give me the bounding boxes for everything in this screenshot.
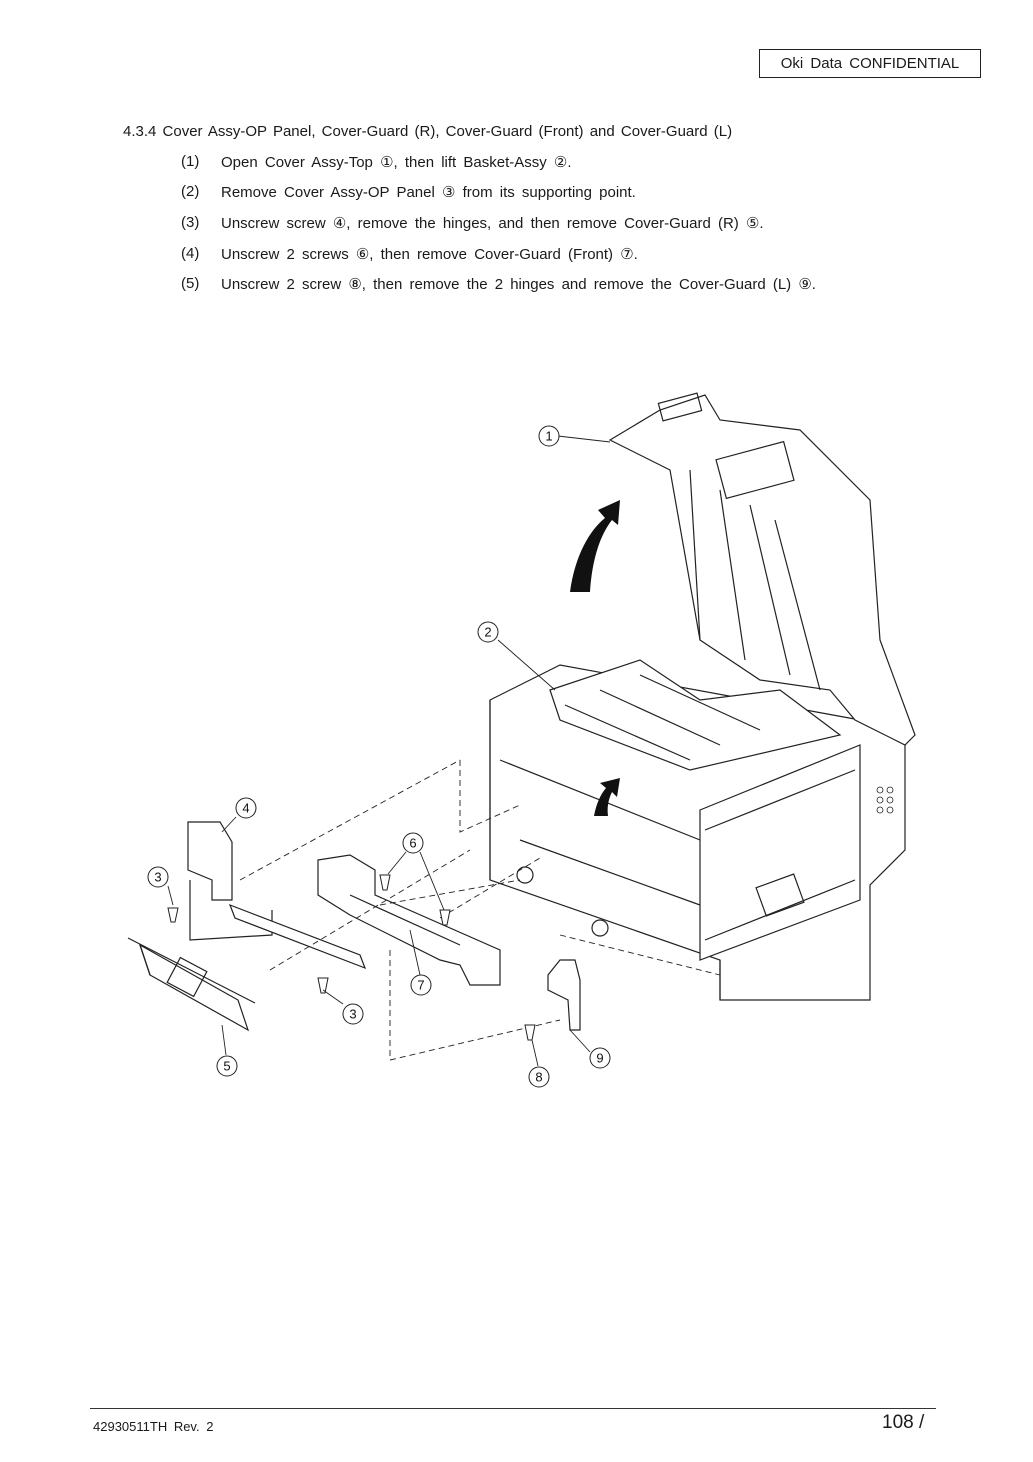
callout-3-second: 3 — [349, 1007, 356, 1022]
callout-7: 7 — [417, 978, 424, 993]
step-2: (2) Remove Cover Assy-OP Panel ③ from it… — [181, 183, 636, 201]
step-3: (3) Unscrew screw ④, remove the hinges, … — [181, 214, 764, 232]
step-4: (4) Unscrew 2 screws ⑥, then remove Cove… — [181, 245, 638, 263]
step-text: Unscrew 2 screws ⑥, then remove Cover-Gu… — [221, 246, 638, 263]
callout-6: 6 — [409, 836, 416, 851]
section-title: 4.3.4 Cover Assy-OP Panel, Cover-Guard (… — [123, 123, 733, 140]
callout-3: 3 — [154, 870, 161, 885]
footer-divider — [90, 1408, 936, 1409]
callout-1: 1 — [545, 429, 552, 444]
step-number: (4) — [181, 245, 200, 262]
callout-8: 8 — [535, 1070, 542, 1085]
step-number: (5) — [181, 275, 200, 292]
step-1: (1) Open Cover Assy-Top ①, then lift Bas… — [181, 153, 572, 171]
callout-4: 4 — [242, 801, 249, 816]
step-5: (5) Unscrew 2 screw ⑧, then remove the 2… — [181, 275, 816, 293]
callout-2: 2 — [484, 625, 491, 640]
callout-9: 9 — [596, 1051, 603, 1066]
step-number: (1) — [181, 153, 200, 170]
callout-5: 5 — [223, 1059, 230, 1074]
confidential-label: Oki Data CONFIDENTIAL — [759, 49, 981, 78]
step-number: (3) — [181, 214, 200, 231]
document-id: 42930511TH Rev. 2 — [93, 1419, 214, 1434]
exploded-view-diagram: 1 2 3 4 3 5 6 7 8 9 — [127, 392, 916, 1088]
step-text: Open Cover Assy-Top ①, then lift Basket-… — [221, 154, 572, 171]
step-text: Remove Cover Assy-OP Panel ③ from its su… — [221, 184, 636, 201]
step-text: Unscrew 2 screw ⑧, then remove the 2 hin… — [221, 276, 816, 293]
step-number: (2) — [181, 183, 200, 200]
step-text: Unscrew screw ④, remove the hinges, and … — [221, 215, 764, 232]
page-number: 108 / — [882, 1412, 925, 1433]
